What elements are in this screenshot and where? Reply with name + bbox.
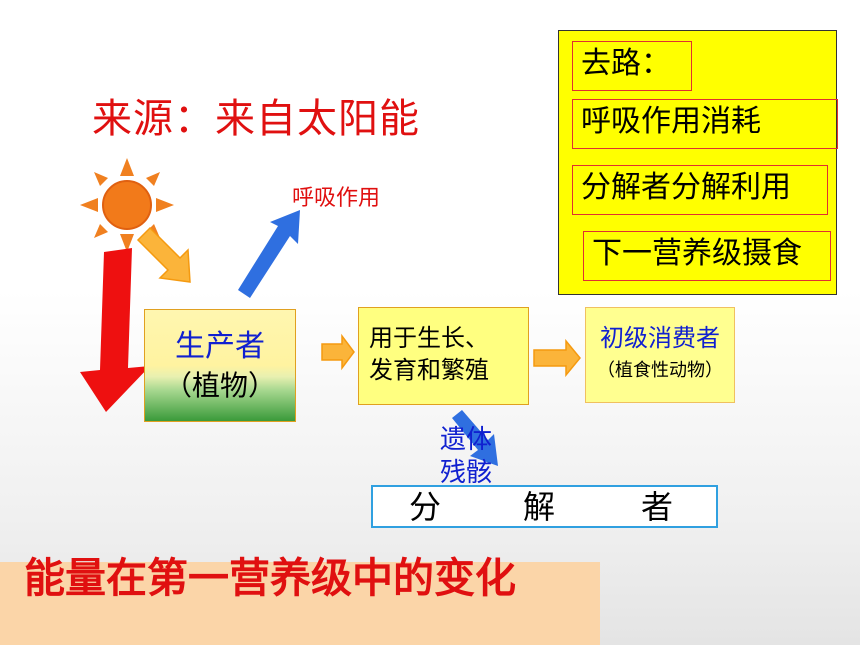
sun-to-producer-arrow [136,226,191,283]
growth-to-consumer-arrow [533,338,581,378]
respiration-label: 呼吸作用 [292,186,381,211]
growth-box: 用于生长、 发育和繁殖 [358,307,529,405]
consumer-sub: （植食性动物） [597,360,723,381]
source-title: 来源：来自太阳能 [92,96,420,142]
decomposer-char-1: 分 [409,488,442,526]
energy-down-arrow [80,248,150,412]
producer-to-growth-arrow [321,333,355,371]
consumer-name: 初级消费者 [600,324,720,352]
remains-line-2: 残骸 [440,458,493,488]
consumer-box: 初级消费者 （植食性动物） [585,307,735,403]
producer-sub: （植物） [163,369,276,402]
outflow-panel: 去路： 呼吸作用消耗 分解者分解利用 下一营养级摄食 [558,30,838,295]
growth-line-1: 用于生长、 [369,324,489,352]
producer-box: 生产者 （植物） [144,309,296,422]
bottom-title: 能量在第一营养级中的变化 [24,554,516,602]
panel-item-next-level: 下一营养级摄食 [583,231,831,281]
remains-label: 遗体 残骸 [440,424,510,490]
decomposer-box: 分 解 者 [371,485,718,528]
growth-line-2: 发育和繁殖 [369,356,489,384]
decomposer-char-2: 解 [523,488,556,526]
panel-item-decomposers: 分解者分解利用 [572,165,828,215]
remains-arrow [452,410,498,466]
sun-icon [80,158,174,252]
respiration-arrow [238,210,300,298]
decomposer-char-3: 者 [641,488,674,526]
remains-line-1: 遗体 [440,425,493,455]
panel-heading: 去路： [572,41,692,91]
bottom-band [0,562,600,645]
producer-name: 生产者 [175,329,265,364]
panel-item-respiration: 呼吸作用消耗 [572,99,838,149]
